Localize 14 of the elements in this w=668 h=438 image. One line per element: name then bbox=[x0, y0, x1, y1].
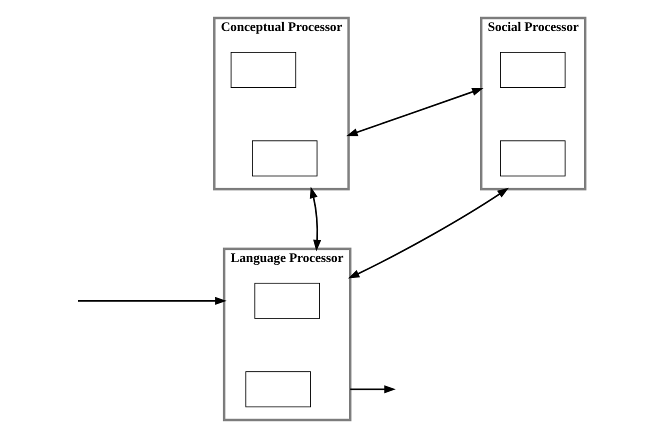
cluster: Conceptual Processor bbox=[212, 16, 350, 190]
node-box bbox=[230, 52, 296, 88]
arrow bbox=[346, 88, 484, 136]
node-box bbox=[251, 140, 317, 176]
arrow bbox=[347, 188, 508, 279]
arrow bbox=[350, 385, 396, 394]
node-box bbox=[500, 52, 566, 88]
node-box bbox=[244, 371, 310, 408]
cluster: Social Processor bbox=[479, 16, 586, 190]
node-box bbox=[500, 140, 566, 176]
node-box bbox=[254, 282, 320, 319]
arrow bbox=[77, 296, 226, 305]
cluster: Language Processor bbox=[222, 248, 351, 422]
arrow bbox=[309, 186, 321, 252]
